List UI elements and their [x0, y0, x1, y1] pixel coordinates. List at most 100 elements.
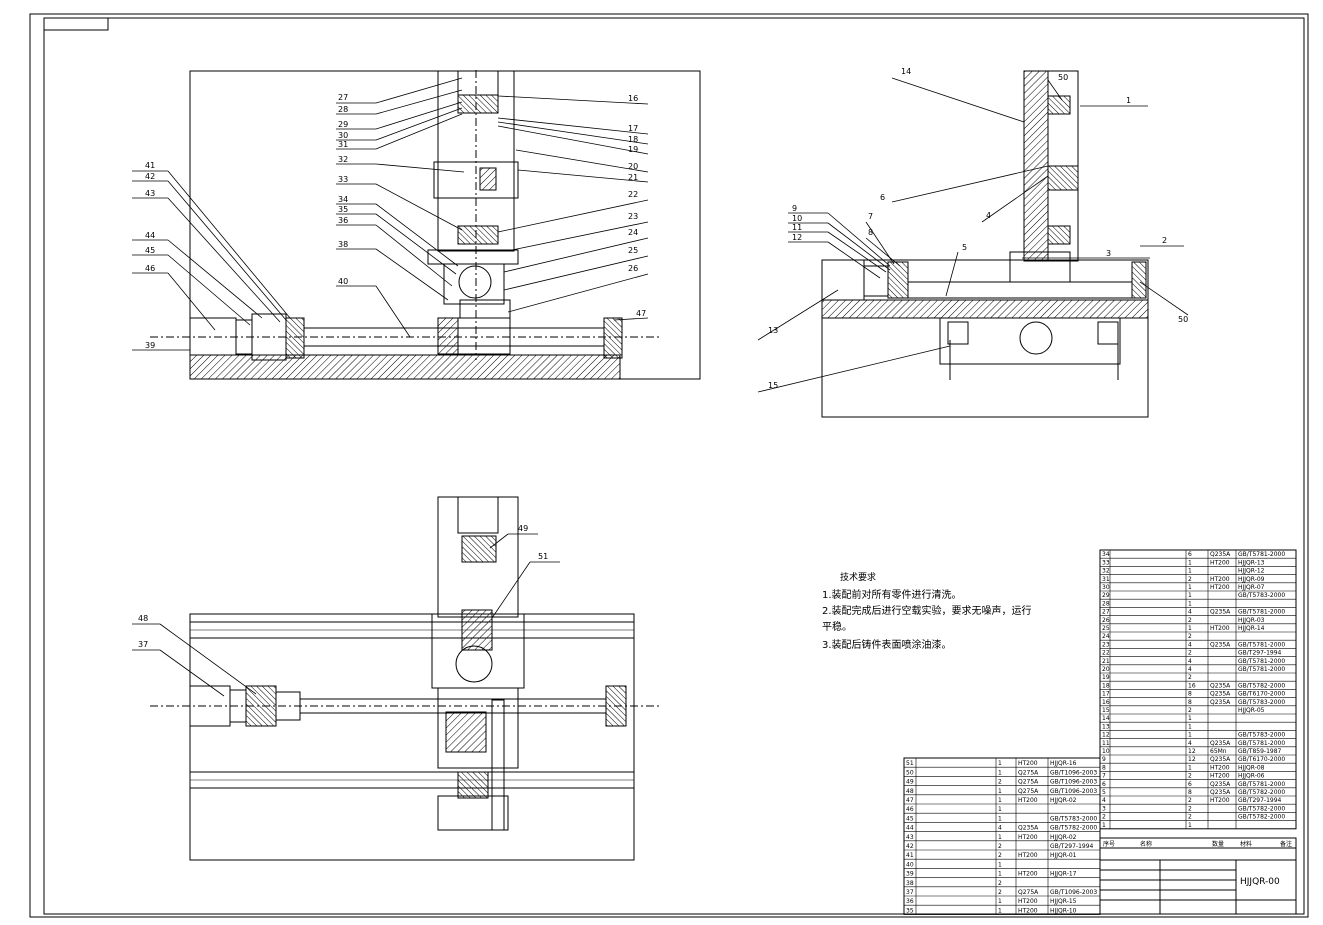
bom-cell-qty: 2: [1188, 576, 1192, 583]
bom-row: 23 4 Q235A GB/T5781-2000: [1100, 639, 1296, 648]
bom-cell-standard: GB/T5781-2000: [1238, 658, 1285, 665]
balloon-10: 10: [792, 214, 802, 223]
labels-top: 49 51 48 37: [138, 524, 548, 649]
bom-cell-standard: GB/T1096-2003: [1050, 788, 1097, 795]
bom-cell-qty: 12: [1188, 748, 1196, 755]
bom-cell-no: 1: [1102, 822, 1106, 829]
bom-cell-no: 30: [1102, 584, 1110, 591]
balloon-3: 3: [1106, 249, 1111, 258]
bom-cell-qty: 1: [998, 769, 1002, 776]
balloon-50-top: 50: [1058, 73, 1068, 82]
balloon-30: 30: [338, 131, 348, 140]
bom-cell-no: 27: [1102, 609, 1110, 616]
leaders-top: [132, 533, 560, 697]
view-side-yz: [821, 70, 1149, 418]
balloon-16: 16: [628, 94, 638, 103]
bom-cell-qty: 2: [998, 843, 1002, 850]
bom-cell-material: HT200: [1018, 834, 1038, 841]
bom-cell-qty: 1: [1188, 568, 1192, 575]
leaders-side: [757, 77, 1189, 393]
bom-cell-no: 20: [1102, 666, 1110, 673]
bom-cell-no: 18: [1102, 682, 1110, 689]
balloon-39: 39: [145, 341, 155, 350]
bom-cell-material: Q235A: [1210, 789, 1231, 796]
bom-cell-standard: HJJQR-03: [1238, 617, 1265, 624]
bom-cell-no: 43: [906, 834, 914, 841]
bom-cell-qty: 4: [1188, 641, 1192, 648]
bom-cell-no: 34: [1102, 551, 1110, 558]
bom-cell-material: Q235A: [1210, 756, 1231, 763]
bom-cell-no: 12: [1102, 732, 1110, 739]
bom-cell-qty: 1: [998, 806, 1002, 813]
bom-cell-qty: 1: [998, 760, 1002, 767]
bom-cell-qty: 6: [1188, 781, 1192, 788]
bom-cell-material: HT200: [1210, 764, 1230, 771]
bom-row: 12 1 GB/T5783-2000: [1100, 730, 1296, 739]
bom-cell-no: 47: [906, 797, 914, 804]
bom-cell-no: 46: [906, 806, 914, 813]
bom-cell-standard: HJJQR-07: [1238, 584, 1265, 591]
bom-cell-standard: GB/T859-1987: [1238, 748, 1282, 755]
bom-cell-qty: 2: [1188, 797, 1192, 804]
balloon-50-right: 50: [1178, 315, 1188, 324]
bom-cell-material: Q235A: [1210, 740, 1231, 747]
bom-cell-material: Q235A: [1210, 641, 1231, 648]
inner-border: [43, 17, 1305, 915]
bom-cell-qty: 1: [1188, 732, 1192, 739]
bom-cell-standard: GB/T5781-2000: [1238, 641, 1285, 648]
bom-cell-qty: 1: [998, 834, 1002, 841]
bom-cell-qty: 16: [1188, 682, 1196, 689]
balloon-11: 11: [792, 223, 802, 232]
bom-cell-material: HT200: [1210, 773, 1230, 780]
bom-cell-qty: 4: [1188, 658, 1192, 665]
balloon-28: 28: [338, 105, 348, 114]
balloon-33: 33: [338, 175, 348, 184]
bom-cell-qty: 2: [1188, 674, 1192, 681]
labels-front: 41 42 43 44 45 46 39 27 28 29 30 31 32 3…: [145, 93, 646, 350]
bom-cell-standard: HJJQR-02: [1050, 834, 1077, 841]
bom-cell-qty: 4: [1188, 666, 1192, 673]
bom-cell-qty: 2: [1188, 773, 1192, 780]
bom-cell-standard: HJJQR-10: [1050, 907, 1077, 914]
bom-cell-material: HT200: [1018, 907, 1038, 914]
balloon-35: 35: [338, 205, 348, 214]
bom-cell-standard: HJJQR-17: [1050, 871, 1077, 878]
leaders-front-left: [132, 170, 291, 351]
bom-cell-standard: GB/T5781-2000: [1238, 740, 1285, 747]
bom-cell-no: 23: [1102, 641, 1110, 648]
bom-cell-qty: 1: [1188, 592, 1192, 599]
bom-cell-qty: 2: [1188, 814, 1192, 821]
bom-cell-material: Q235A: [1018, 825, 1039, 832]
balloon-17: 17: [628, 124, 638, 133]
balloon-38: 38: [338, 240, 348, 249]
bom-cell-standard: GB/T5783-2000: [1238, 732, 1285, 739]
bom-cell-qty: 2: [998, 852, 1002, 859]
bom-cell-material: HT200: [1210, 584, 1230, 591]
balloon-46: 46: [145, 264, 155, 273]
bom-header-name: 名称: [1140, 840, 1152, 848]
balloon-36: 36: [338, 216, 348, 225]
bom-cell-material: HT200: [1018, 852, 1038, 859]
bom-cell-material: HT200: [1018, 898, 1038, 905]
bom-cell-qty: 1: [998, 871, 1002, 878]
balloon-49: 49: [518, 524, 528, 533]
